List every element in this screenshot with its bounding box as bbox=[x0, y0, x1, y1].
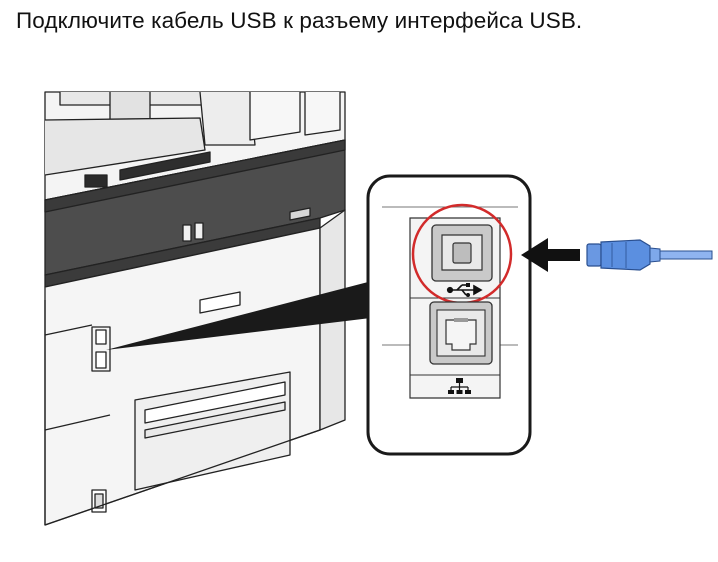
callout-panel bbox=[366, 174, 532, 456]
network-symbol-icon bbox=[448, 378, 471, 394]
usb-cable-icon bbox=[586, 239, 713, 271]
lan-port-icon bbox=[429, 301, 493, 365]
callout-wedge bbox=[106, 275, 395, 350]
arrow-left-icon bbox=[521, 238, 580, 272]
instruction-text: Подключите кабель USB к разъему интерфей… bbox=[16, 8, 583, 33]
printer bbox=[44, 91, 346, 526]
connection-illustration bbox=[44, 91, 713, 526]
usb-port-icon bbox=[431, 224, 493, 282]
usb-symbol-icon bbox=[446, 283, 483, 297]
